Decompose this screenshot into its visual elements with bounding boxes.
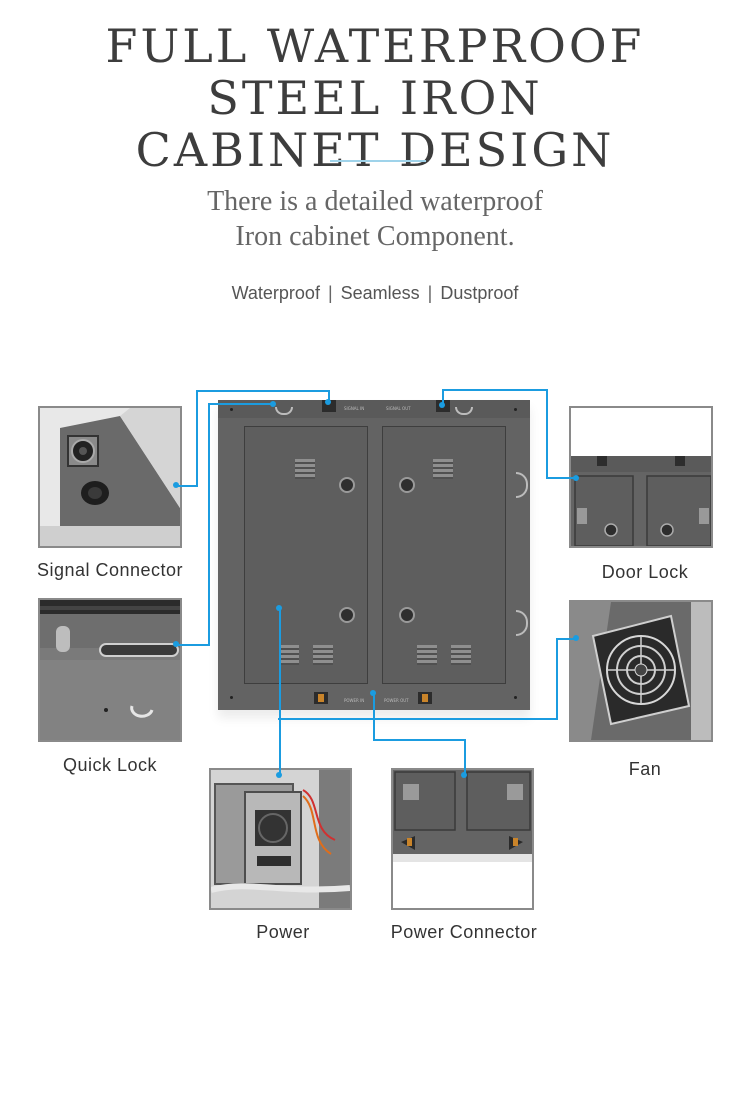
signal-connector-label: Signal Connector [36,560,184,580]
callout-dot [270,401,276,407]
door-lock-icon [339,607,355,623]
screw-icon [514,696,517,699]
callout-line-door-lock [546,477,576,479]
quick-lock-label: Quick Lock [62,755,158,775]
power-label: Power [256,922,310,942]
callout-line-fan [556,638,558,720]
title-line-1: FULL WATERPROOF [105,19,645,73]
callout-line-signal [196,390,198,487]
fan-photo [569,600,713,742]
cabinet-top-rail [218,400,530,418]
vent-icon [451,645,471,665]
power-connector-photo [391,768,534,910]
feature-separator: | [327,283,333,303]
cabinet-door-left [244,426,368,684]
feature-list: Waterproof | Seamless | Dustproof [0,283,750,304]
door-lock-icon [399,607,415,623]
callout-dot [173,641,179,647]
power-connector-label: Power Connector [390,922,538,942]
door-lock-label: Door Lock [601,562,689,582]
callout-line-quick-lock [208,403,210,646]
port-marking: SIGNAL OUT [386,406,411,411]
feature-dustproof: Dustproof [440,283,519,303]
vent-icon [279,645,299,665]
callout-line-power-connector [464,739,466,775]
callout-dot [173,482,179,488]
callout-line-power-connector [373,739,466,741]
quick-lock-icon [40,600,180,740]
callout-dot [276,605,282,611]
door-lock-icon [339,477,355,493]
page-title: FULL WATERPROOF STEEL IRON CABINET DESIG… [0,20,750,176]
door-lock-photo [569,406,713,548]
door-lock-icon [571,408,711,546]
door-handle-icon [516,472,528,498]
feature-separator: | [427,283,433,303]
callout-line-signal [176,485,198,487]
vent-icon [295,459,315,479]
subtitle-line-1: There is a detailed waterproof [207,186,543,217]
callout-line-power [279,608,281,776]
power-photo [209,768,352,910]
signal-connector-photo [38,406,182,548]
callout-line-signal [196,390,330,392]
callout-line-door-lock [442,389,548,391]
callout-line-door-lock [442,389,444,405]
subtitle-line-2: Iron cabinet Component. [235,221,515,252]
vent-icon [433,459,453,479]
quick-lock-photo [38,598,182,742]
screw-icon [514,408,517,411]
vent-icon [417,645,437,665]
callout-line-power-connector [373,693,375,741]
callout-dot [325,399,331,405]
title-line-2: STEEL IRON [207,71,543,125]
callout-dot [461,772,467,778]
callout-line-quick-lock [208,403,274,405]
title-line-3: CABINET DESIGN [135,123,615,177]
callout-line-fan [278,718,558,720]
fan-label: Fan [628,759,662,779]
power-terminal [422,694,428,702]
callout-line-door-lock [546,389,548,479]
feature-waterproof: Waterproof [231,283,320,303]
title-accent-line [330,160,426,162]
port-marking: POWER IN [344,698,365,703]
vent-icon [313,645,333,665]
power-supply-icon [211,770,350,908]
fan-icon [571,602,711,740]
screw-icon [230,696,233,699]
power-terminal [318,694,324,702]
screw-icon [230,408,233,411]
cabinet-door-right [382,426,506,684]
callout-dot [573,635,579,641]
callout-dot [276,772,282,778]
callout-dot [573,475,579,481]
callout-dot [370,690,376,696]
door-handle-icon [516,610,528,636]
port-marking: POWER OUT [384,698,409,703]
signal-connector-icon [40,408,180,546]
callout-dot [439,402,445,408]
power-connector-icon [393,770,532,908]
callout-line-signal [328,390,330,402]
callout-line-quick-lock [176,644,210,646]
cabinet-illustration: SIGNAL IN SIGNAL OUT POWER IN [218,400,530,710]
subtitle: There is a detailed waterproof Iron cabi… [0,184,750,254]
door-lock-icon [399,477,415,493]
callout-line-fan [556,638,576,640]
feature-seamless: Seamless [340,283,420,303]
port-marking: SIGNAL IN [344,406,365,411]
